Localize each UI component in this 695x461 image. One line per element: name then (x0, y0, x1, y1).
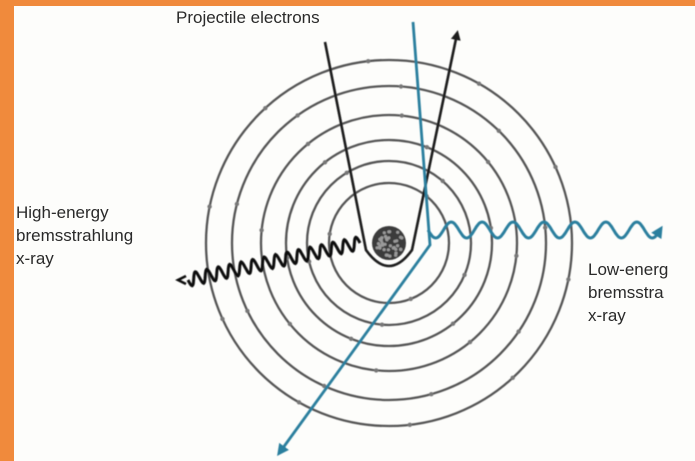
high-energy-label-line-2: bremsstrahlung (16, 226, 134, 245)
shell-electron-dot (207, 204, 212, 209)
low-energy-bremsstrahlung-label: Low-energ bremsstra x-ray (588, 258, 668, 327)
shell-electron-dot (467, 339, 473, 345)
nucleon-dot (383, 234, 388, 239)
shell-electron-dot (322, 383, 327, 389)
nucleon-dot (399, 235, 403, 239)
shell-electron-dot (305, 141, 311, 147)
shell-electron-dot (496, 128, 501, 133)
shell-electron-dot (287, 321, 293, 327)
nucleon-dot (380, 236, 384, 240)
nucleon-dot (396, 230, 400, 234)
shell-electron-dot (245, 308, 250, 314)
nucleon-dot (391, 246, 395, 250)
shell-electron-dot (429, 392, 434, 397)
high-energy-label-line-1: High-energy (16, 203, 109, 222)
orbit-shell-5 (305, 159, 473, 327)
nucleon-dot (379, 239, 383, 243)
shell-electron-dot (440, 178, 445, 184)
shell-electron-dot (348, 336, 354, 341)
shell-electron-dot (553, 164, 558, 170)
orbit-shell-4 (284, 138, 494, 348)
shell-electron-dot (263, 106, 268, 111)
shell-electron-dot (344, 170, 349, 175)
shell-electron-dot (407, 422, 412, 427)
nucleon-dot (388, 254, 392, 258)
shell-electron-dot (424, 145, 430, 150)
shell-electron-dot (374, 368, 379, 373)
high-energy-xray-wave (186, 235, 362, 288)
nucleon-dot (375, 246, 379, 250)
low-energy-label-line-3: x-ray (588, 306, 626, 325)
diagram-panel (14, 6, 695, 461)
nucleon-dot (385, 253, 389, 257)
shell-electrons (207, 59, 571, 427)
nucleon-dot (387, 236, 391, 240)
orbit-shell-2 (230, 84, 548, 402)
shell-electron-dot (408, 296, 413, 302)
nucleon-dot (394, 247, 398, 251)
low-energy-label-line-1: Low-energ (588, 260, 669, 279)
shell-electron-dot (485, 159, 491, 165)
shell-electron-dot (322, 160, 328, 165)
orbit-shell-3 (259, 113, 519, 373)
shell-electron-dot (450, 321, 456, 326)
projectile-electrons-label: Projectile electrons (176, 8, 320, 27)
low-energy-label-line-2: bremsstra (588, 283, 664, 302)
high-energy-bremsstrahlung-label: High-energy bremsstrahlung x-ray (16, 201, 133, 270)
nucleon-dot (387, 230, 391, 234)
shell-electron-dot (543, 225, 548, 230)
shell-electron-dot (296, 400, 302, 405)
shell-electron-dot (462, 272, 467, 278)
shell-electron-dot (510, 375, 515, 380)
shell-electron-dot (399, 113, 404, 118)
nucleon-dot (395, 239, 399, 243)
nucleon-dot (388, 244, 392, 248)
nucleon-dot (383, 242, 387, 246)
deflected-electron-path (277, 21, 432, 457)
high-energy-xray-arrowhead (175, 274, 187, 286)
shell-electron-dot (220, 316, 225, 322)
nucleon-dot (386, 248, 390, 252)
nucleon-dot (376, 242, 381, 246)
nucleon-dot (378, 244, 382, 248)
shell-electron-dot (566, 277, 571, 282)
shell-electron-dot (295, 113, 300, 118)
low-energy-xray-wave (426, 220, 663, 240)
shell-electron-dot (327, 231, 332, 237)
nucleon-dot (382, 248, 386, 252)
orbit-shell-1 (204, 58, 574, 428)
high-energy-label-line-3: x-ray (16, 249, 54, 268)
shell-electron-dot (379, 322, 385, 327)
nucleus (372, 226, 406, 260)
shell-electron-dot (476, 81, 482, 86)
shell-electron-dot (234, 201, 240, 207)
shell-electron-dot (516, 329, 521, 334)
nucleon-dot (394, 251, 398, 255)
shell-electron-dot (514, 253, 519, 258)
shell-electron-dot (398, 84, 404, 89)
nucleon-dot (399, 247, 403, 252)
shell-electron-dot (366, 59, 371, 64)
projectile-electron-path (323, 30, 461, 268)
shell-electron-dot (259, 228, 264, 233)
nucleon-dot (382, 231, 386, 235)
nucleon-dot (396, 244, 400, 248)
